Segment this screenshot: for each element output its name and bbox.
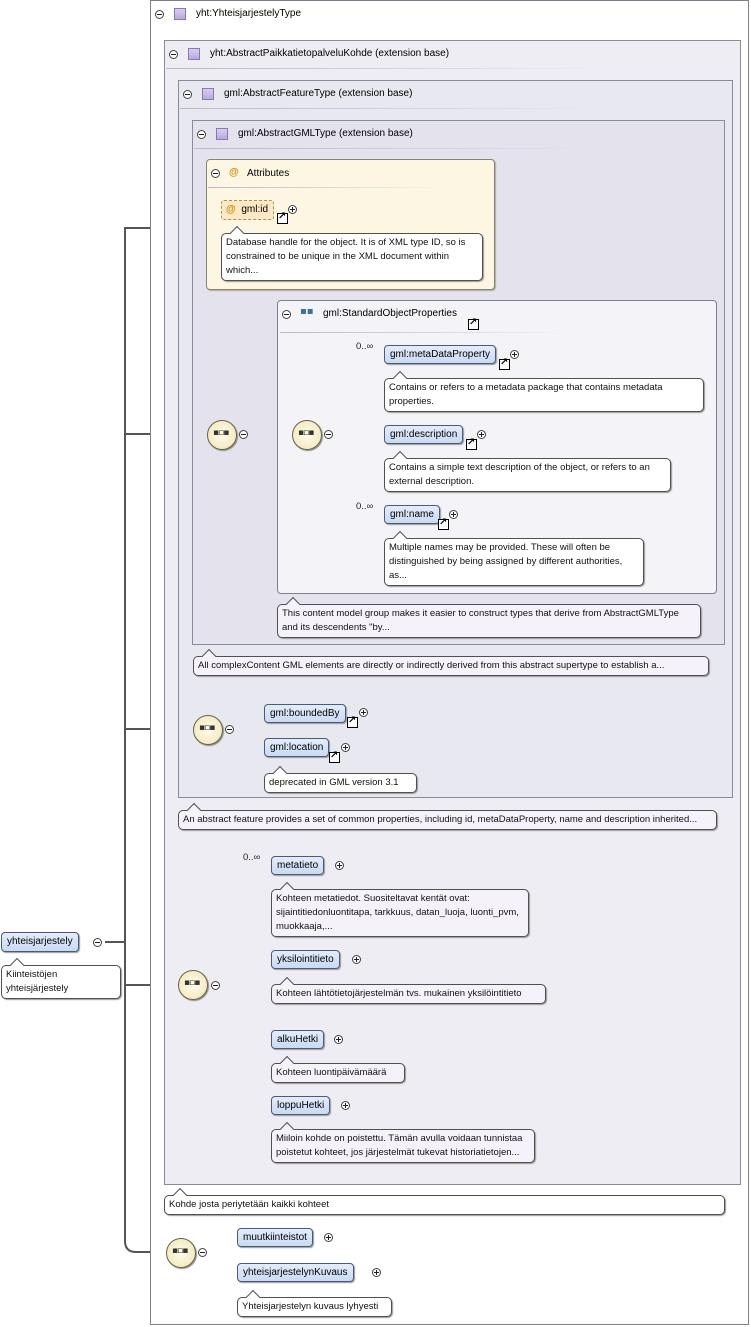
collapse-icon[interactable]	[239, 430, 248, 439]
sequence-compositor-icon[interactable]	[193, 715, 223, 745]
element-muutkiinteistot[interactable]: muutkiinteistot	[237, 1228, 313, 1247]
cardinality: 0..∞	[243, 852, 261, 863]
expand-icon[interactable]	[341, 1101, 350, 1110]
expand-icon[interactable]	[359, 708, 368, 717]
expand-icon[interactable]	[288, 205, 297, 214]
sequence-compositor-icon[interactable]	[178, 970, 208, 1000]
expand-icon[interactable]	[341, 743, 350, 752]
type-title: gml:AbstractFeatureType (extension base)	[224, 88, 413, 99]
sequence-compositor-icon[interactable]	[166, 1238, 196, 1268]
collapse-icon[interactable]	[197, 130, 206, 139]
collapse-icon[interactable]	[93, 938, 102, 947]
gml-id-doc: Database handle for the object. It is of…	[221, 233, 483, 281]
collapse-icon[interactable]	[211, 981, 220, 990]
type-doc: An abstract feature provides a set of co…	[178, 810, 717, 830]
type-title: gml:AbstractGMLType (extension base)	[238, 128, 413, 139]
group-title: gml:StandardObjectProperties	[323, 308, 457, 319]
type-doc: Kohde josta periytetään kaikki kohteet	[164, 1195, 725, 1215]
element-doc: Kohteen metatiedot. Suositeltavat kentät…	[271, 889, 529, 937]
cardinality: 0..∞	[356, 501, 374, 512]
expand-icon[interactable]	[334, 1035, 343, 1044]
expand-icon[interactable]	[477, 430, 486, 439]
collapse-icon[interactable]	[183, 90, 192, 99]
reference-arrow-icon	[468, 317, 479, 330]
element-doc: Multiple names may be provided. These wi…	[384, 538, 644, 586]
element-doc: Yhteisjarjestelyn kuvaus lyhyesti	[237, 1297, 392, 1317]
element-yhteisjarjestelynkuvaus[interactable]: yhteisjarjestelynKuvaus	[237, 1263, 354, 1282]
collapse-icon[interactable]	[169, 50, 178, 59]
element-doc: Milloin kohde on poistettu. Tämän avulla…	[271, 1129, 535, 1163]
element-gml-location[interactable]: gml:location	[264, 738, 330, 757]
element-doc: deprecated in GML version 3.1	[264, 773, 417, 793]
group-doc: This content model group makes it easier…	[277, 604, 701, 638]
cardinality: 0..∞	[356, 341, 374, 352]
reference-arrow-icon	[277, 211, 288, 224]
collapse-icon[interactable]	[155, 10, 164, 19]
group-icon: ▪▪	[300, 306, 314, 317]
type-title: yht:AbstractPaikkatietopalveluKohde (ext…	[210, 48, 450, 59]
element-gml-metadataproperty[interactable]: gml:metaDataProperty	[384, 345, 497, 364]
reference-arrow-icon	[499, 357, 510, 370]
element-gml-boundedby[interactable]: gml:boundedBy	[264, 704, 346, 723]
complex-type-icon	[174, 8, 186, 20]
collapse-icon[interactable]	[225, 725, 234, 734]
collapse-icon[interactable]	[198, 1248, 207, 1257]
complex-type-icon	[188, 48, 200, 60]
sequence-compositor-icon[interactable]	[292, 420, 322, 450]
element-gml-description[interactable]: gml:description	[384, 425, 464, 444]
divider	[180, 108, 600, 109]
divider	[166, 68, 606, 69]
attribute-gml-id[interactable]: @ gml:id	[221, 200, 275, 220]
reference-arrow-icon	[438, 517, 449, 530]
element-doc: Kohteen luontipäivämäärä	[271, 1063, 405, 1083]
type-doc: All complexContent GML elements are dire…	[193, 656, 709, 676]
element-doc: Contains or refers to a metadata package…	[384, 378, 704, 412]
reference-arrow-icon	[466, 437, 477, 450]
root-doc: Kiinteistöjen yhteisjärjestely	[1, 965, 121, 999]
type-title: yht:YhteisjarjestelyType	[196, 8, 302, 19]
divider	[208, 187, 448, 188]
collapse-icon[interactable]	[324, 430, 333, 439]
divider	[194, 148, 594, 149]
attribute-icon: @	[226, 204, 236, 215]
element-yksilointitieto[interactable]: yksilointitieto	[271, 950, 340, 969]
collapse-icon[interactable]	[282, 310, 291, 319]
complex-type-icon	[216, 128, 228, 140]
divider	[280, 332, 580, 333]
element-doc: Kohteen lähtötietojärjestelmän tvs. muka…	[271, 984, 546, 1004]
collapse-icon[interactable]	[211, 169, 220, 178]
expand-icon[interactable]	[372, 1268, 381, 1277]
element-doc: Contains a simple text description of th…	[384, 458, 671, 492]
attribute-icon: @	[229, 167, 239, 178]
expand-icon[interactable]	[324, 1233, 333, 1242]
reference-arrow-icon	[347, 715, 358, 728]
reference-arrow-icon	[329, 750, 340, 763]
expand-icon[interactable]	[335, 861, 344, 870]
root-element-yhteisjarjestely[interactable]: yhteisjarjestely	[1, 932, 79, 952]
expand-icon[interactable]	[352, 955, 361, 964]
expand-icon[interactable]	[449, 510, 458, 519]
element-alkuhetki[interactable]: alkuHetki	[271, 1030, 325, 1049]
element-gml-name[interactable]: gml:name	[384, 505, 440, 524]
element-metatieto[interactable]: metatieto	[271, 856, 325, 875]
complex-type-icon	[202, 88, 214, 100]
attribute-label: gml:id	[241, 204, 269, 215]
sequence-compositor-icon[interactable]	[207, 420, 237, 450]
expand-icon[interactable]	[510, 350, 519, 359]
attributes-header: Attributes	[247, 168, 290, 179]
element-loppuhetki[interactable]: loppuHetki	[271, 1096, 331, 1115]
